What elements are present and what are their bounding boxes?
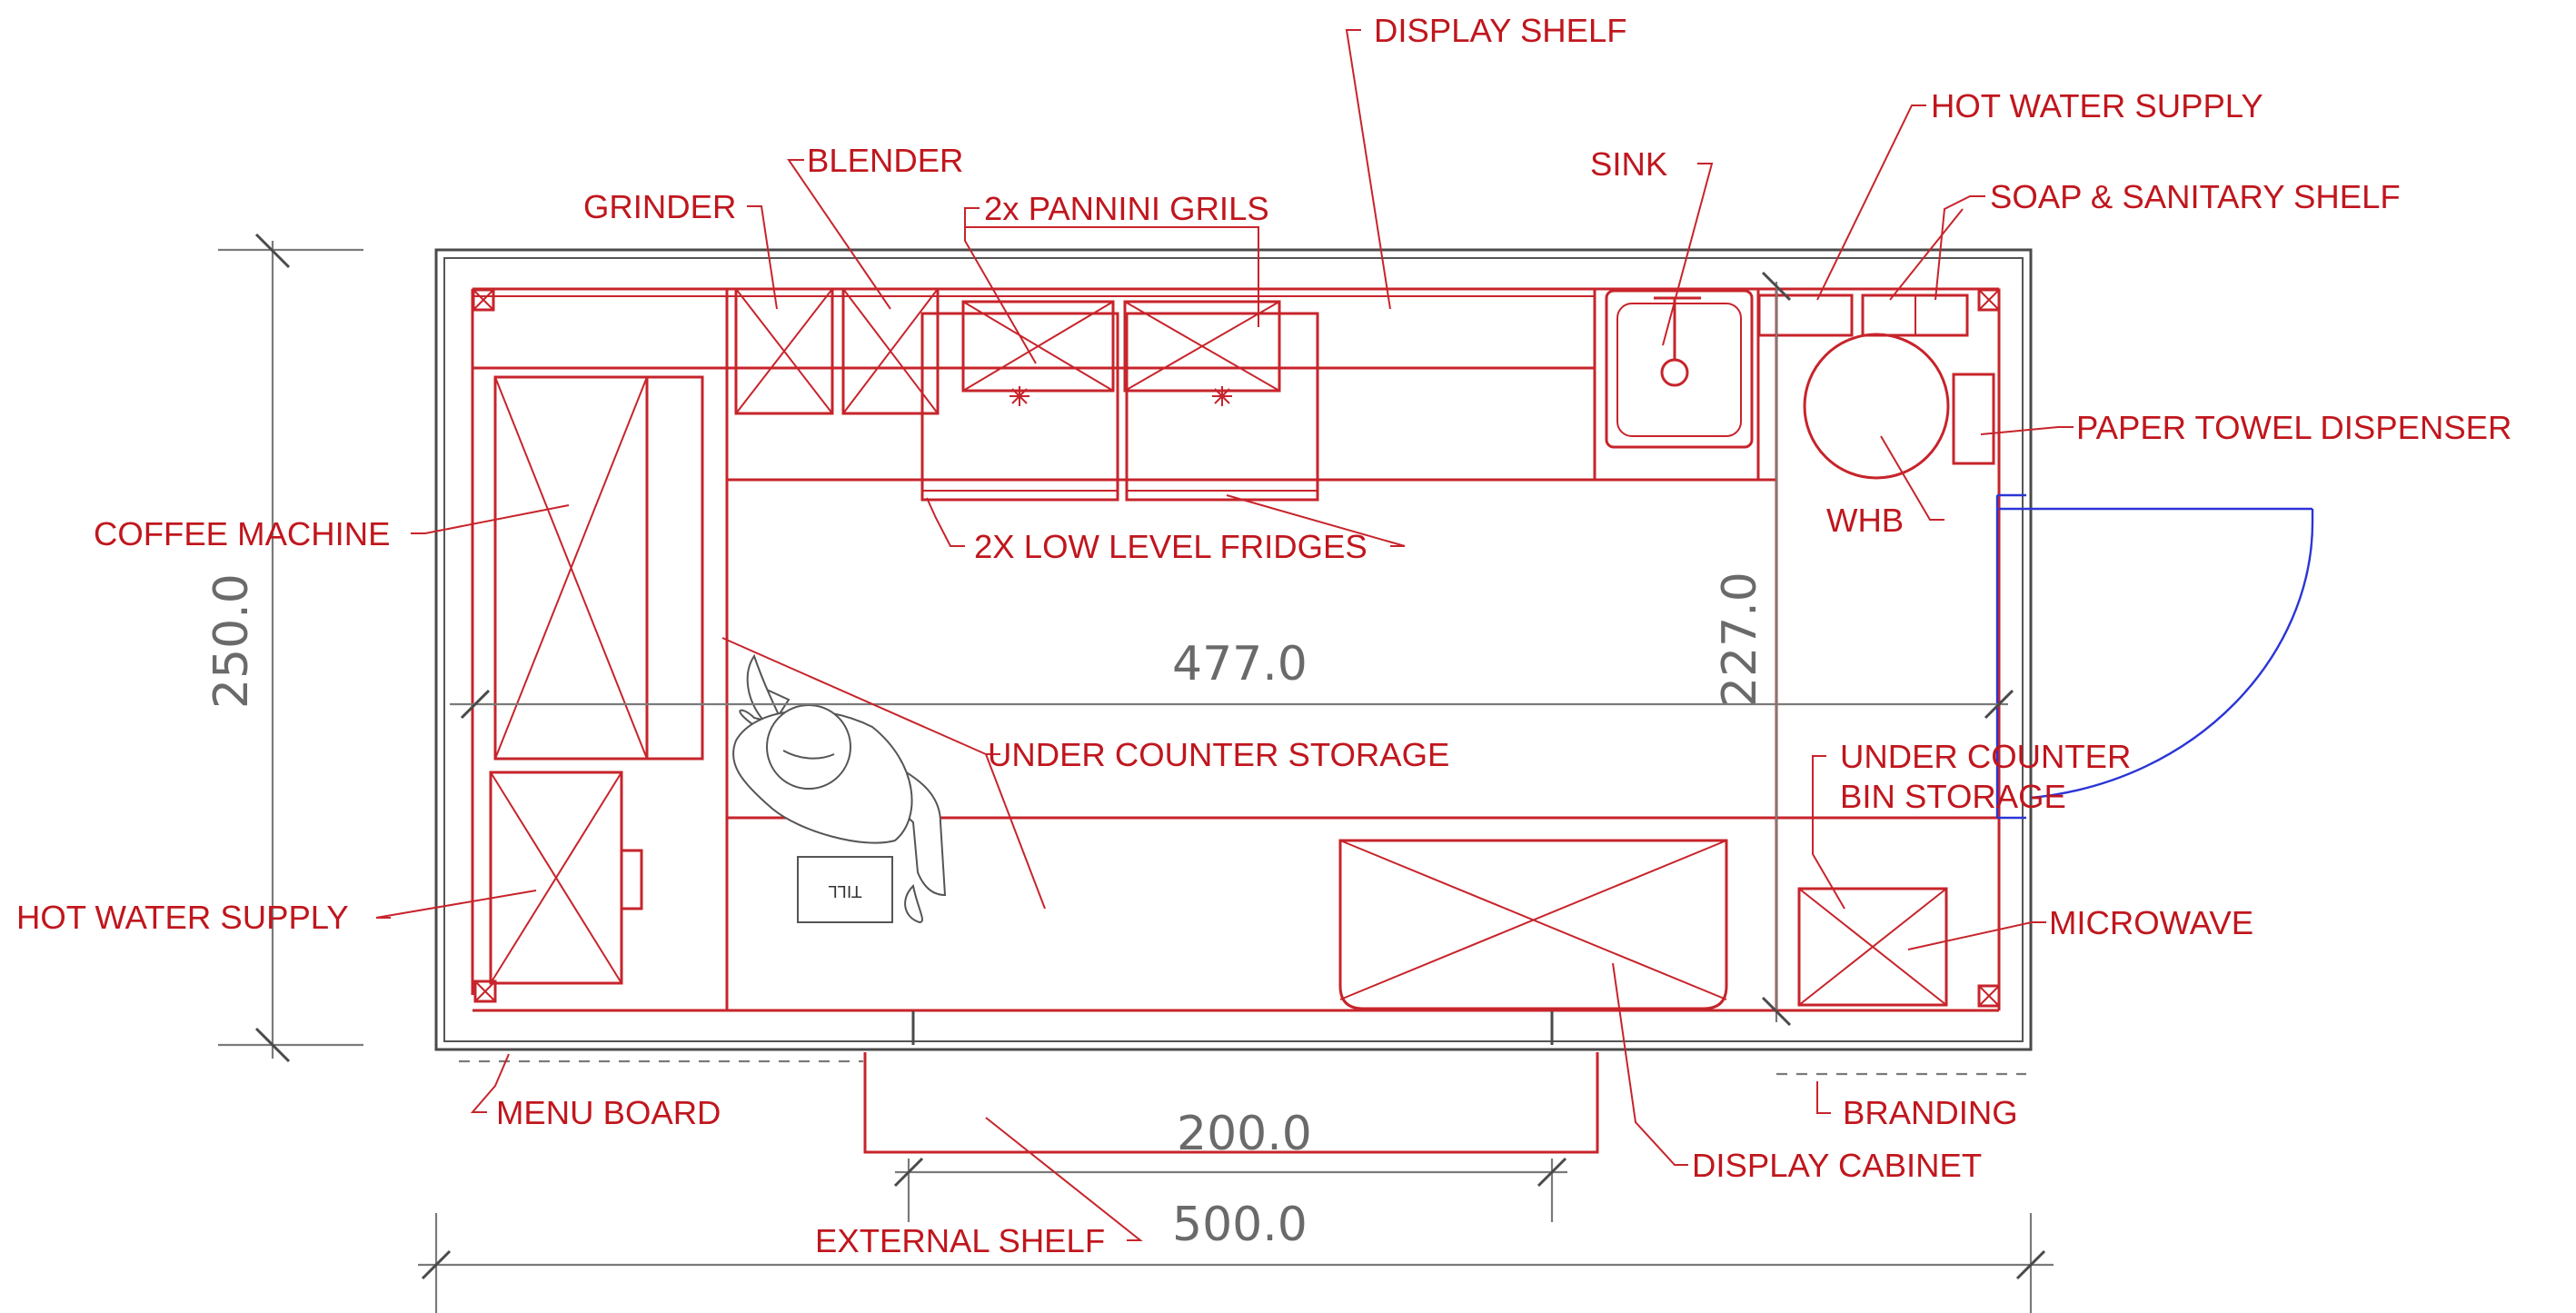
outer-walls	[434, 248, 2033, 1051]
label-sink: SINK	[1590, 145, 1667, 183]
microwave	[1797, 887, 1948, 1007]
label-soap-sanitary-shelf: SOAP & SANITARY SHELF	[1990, 178, 2401, 215]
dimension-200	[893, 1157, 1567, 1222]
dim-text-250: 250.0	[204, 573, 259, 709]
grinder-unit	[734, 287, 834, 415]
label-grinder: GRINDER	[583, 188, 736, 225]
label-blender: BLENDER	[807, 142, 963, 179]
label-low-level-fridges: 2X LOW LEVEL FRIDGES	[974, 528, 1368, 565]
till-label: TILL	[829, 881, 862, 900]
label-hot-water-supply-top: HOT WATER SUPPLY	[1931, 87, 2263, 124]
staff-figure: TILL	[731, 653, 947, 924]
label-menu-board: MENU BOARD	[496, 1094, 721, 1131]
label-display-cabinet: DISPLAY CABINET	[1692, 1147, 1982, 1184]
hot-water-supply-unit	[473, 771, 643, 1003]
sink	[1605, 289, 1754, 449]
dimension-477	[450, 689, 2014, 720]
dim-text-500: 500.0	[1172, 1198, 1308, 1252]
label-under-counter-bin-1: UNDER COUNTER	[1840, 738, 2131, 775]
label-external-shelf: EXTERNAL SHELF	[815, 1222, 1105, 1259]
external-shelf	[863, 1052, 1599, 1154]
dim-text-477: 477.0	[1172, 637, 1308, 691]
label-branding: BRANDING	[1843, 1094, 2018, 1131]
signage-lines	[459, 1059, 2026, 1076]
serving-hatch	[911, 1011, 1554, 1045]
dimension-250	[218, 233, 363, 1063]
dim-text-227: 227.0	[1713, 572, 1767, 707]
coffee-machine	[493, 375, 704, 761]
panini-grills	[961, 300, 1281, 406]
label-paper-towel-dispenser: PAPER TOWEL DISPENSER	[2076, 409, 2511, 446]
label-microwave: MICROWAVE	[2049, 904, 2253, 941]
soap-shelf	[1757, 293, 1969, 337]
dim-text-200: 200.0	[1177, 1107, 1312, 1161]
display-cabinet	[1338, 839, 1728, 1010]
labels: DISPLAY SHELF HOT WATER SUPPLY SINK BLEN…	[16, 12, 2511, 1259]
leader-lines	[375, 29, 2074, 1241]
label-panini-grills: 2x PANNINI GRILS	[984, 190, 1269, 227]
label-hot-water-supply-left: HOT WATER SUPPLY	[16, 899, 349, 936]
label-whb: WHB	[1826, 502, 1904, 539]
dimension-500	[418, 1213, 2054, 1313]
label-coffee-machine: COFFEE MACHINE	[94, 515, 391, 552]
label-display-shelf: DISPLAY SHELF	[1374, 12, 1627, 49]
dimension-227	[1761, 271, 1792, 1027]
label-under-counter-storage: UNDER COUNTER STORAGE	[988, 736, 1449, 773]
dimension-texts: 477.0 200.0 500.0 250.0 227.0	[204, 572, 1767, 1252]
label-under-counter-bin-2: BIN STORAGE	[1840, 778, 2066, 815]
door	[1995, 493, 2314, 820]
whb	[1803, 333, 1995, 480]
low-level-fridges	[920, 312, 1319, 502]
